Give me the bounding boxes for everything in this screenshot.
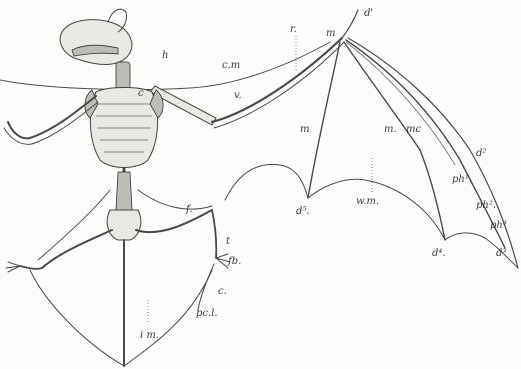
left-arm-bone-parallel	[4, 102, 98, 144]
label-wm: w.m.	[356, 196, 379, 207]
interfemoral-membrane	[30, 270, 212, 366]
label-cl: c.	[218, 286, 227, 297]
label-pcl: pc.l.	[196, 308, 218, 319]
left-foot	[6, 262, 20, 272]
label-mc: mc	[406, 124, 421, 135]
label-d4: d⁴.	[432, 248, 446, 259]
label-d2: d²	[476, 148, 486, 159]
digit-5	[308, 42, 340, 198]
left-arm-bone	[8, 96, 96, 138]
label-ph1: ph¹.	[452, 174, 472, 185]
right-tibia	[212, 210, 216, 258]
label-t: t	[226, 236, 231, 247]
left-tibia	[20, 266, 42, 269]
label-c: c	[138, 88, 144, 99]
label-d1: d'	[364, 8, 373, 19]
digit-1-thumb	[342, 10, 358, 38]
label-m-top: m	[326, 28, 335, 39]
label-im: i m.	[140, 330, 159, 341]
label-ph3: ph³	[490, 220, 507, 231]
left-femur	[42, 230, 112, 268]
digit-3	[346, 40, 505, 248]
digit-2	[348, 38, 518, 268]
label-v: v.	[234, 90, 242, 101]
skull	[60, 20, 132, 65]
ribcage	[90, 88, 157, 168]
wing-membrane-trailing-edge	[225, 164, 518, 268]
label-d5: d⁵.	[296, 206, 310, 217]
lumbar-vertebrae	[116, 172, 132, 210]
right-femur	[136, 210, 212, 232]
pelvis	[107, 210, 141, 240]
label-ph2: ph².	[476, 200, 496, 211]
label-d3: d³	[496, 248, 506, 259]
label-cm: c.m	[222, 60, 240, 71]
label-m-right: m.	[384, 124, 397, 135]
label-m-mid: m	[300, 124, 309, 135]
label-f: f.	[185, 204, 193, 215]
digit-4	[344, 42, 445, 240]
label-h: h	[162, 50, 168, 61]
forearm-radius	[212, 38, 342, 122]
cervical-vertebrae	[116, 62, 130, 90]
metacarpal-thin-line	[346, 42, 455, 165]
label-r: r.	[290, 24, 297, 35]
label-fb: fb.	[227, 256, 241, 267]
